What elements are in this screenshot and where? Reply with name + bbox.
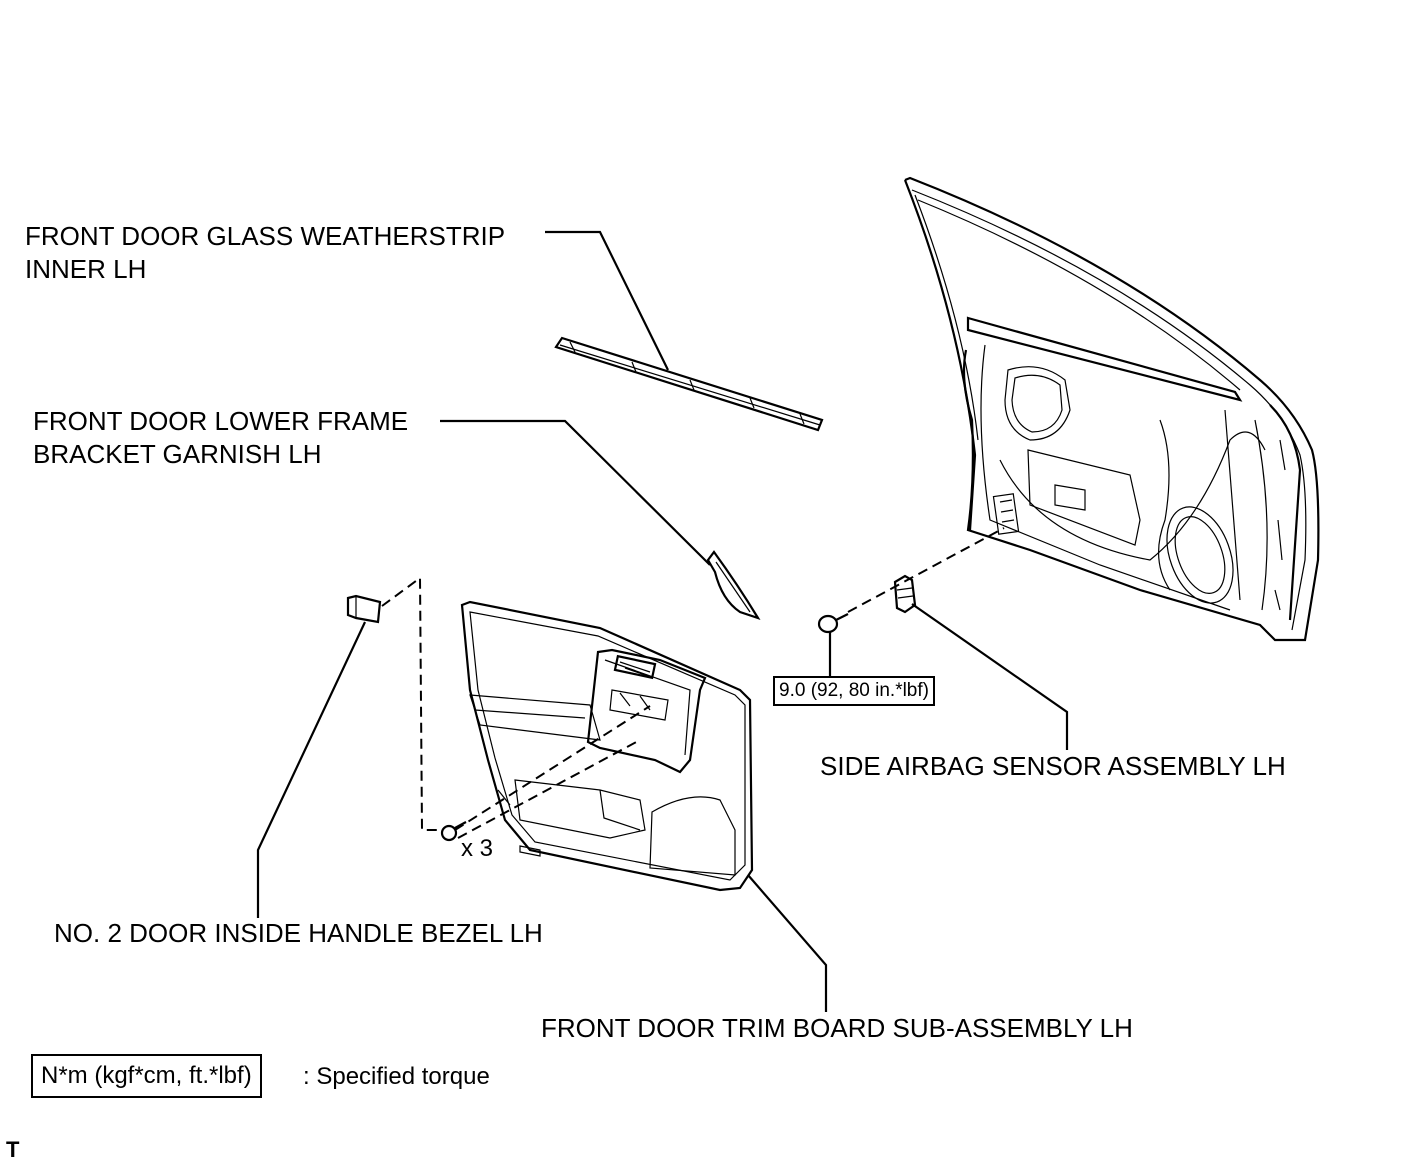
front-door-frame (903, 176, 1320, 642)
handle-bezel-part (346, 594, 382, 624)
bolt-icon (817, 613, 849, 634)
garnish-label-line2: BRACKET GARNISH LH (33, 439, 322, 469)
weatherstrip-part (554, 336, 824, 432)
clip-install-line-1 (454, 705, 651, 831)
garnish-label-line1: FRONT DOOR LOWER FRAME (33, 406, 409, 436)
garnish-leader (440, 419, 711, 566)
bolt-install-line (847, 527, 1005, 613)
clip-icon (440, 821, 467, 842)
weatherstrip-label-line1: FRONT DOOR GLASS WEATHERSTRIP (25, 221, 506, 251)
bezel-leader (256, 621, 366, 918)
legend-unit-box: N*m (kgf*cm, ft.*lbf) (31, 1054, 262, 1098)
airbag-sensor-leader (911, 603, 1069, 750)
garnish-part (706, 550, 761, 620)
bezel-install-line (381, 576, 442, 831)
weatherstrip-label: FRONT DOOR GLASS WEATHERSTRIP INNER LH (25, 220, 505, 286)
clip-install-line-2 (457, 739, 641, 839)
weatherstrip-label-line2: INNER LH (25, 254, 147, 284)
torque-spec-box: 9.0 (92, 80 in.*lbf) (773, 676, 935, 706)
corner-mark: T (6, 1137, 20, 1162)
trim-board-label: FRONT DOOR TRIM BOARD SUB-ASSEMBLY LH (541, 1013, 1133, 1043)
weatherstrip-leader (545, 230, 669, 371)
trim-board-leader (747, 874, 828, 1012)
trim-board-part (460, 600, 754, 892)
legend-description: : Specified torque (303, 1063, 490, 1090)
garnish-label: FRONT DOOR LOWER FRAME BRACKET GARNISH L… (33, 405, 408, 471)
airbag-sensor-label: SIDE AIRBAG SENSOR ASSEMBLY LH (820, 751, 1286, 781)
clip-count-label: x 3 (461, 835, 494, 862)
handle-bezel-label: NO. 2 DOOR INSIDE HANDLE BEZEL LH (54, 918, 543, 948)
